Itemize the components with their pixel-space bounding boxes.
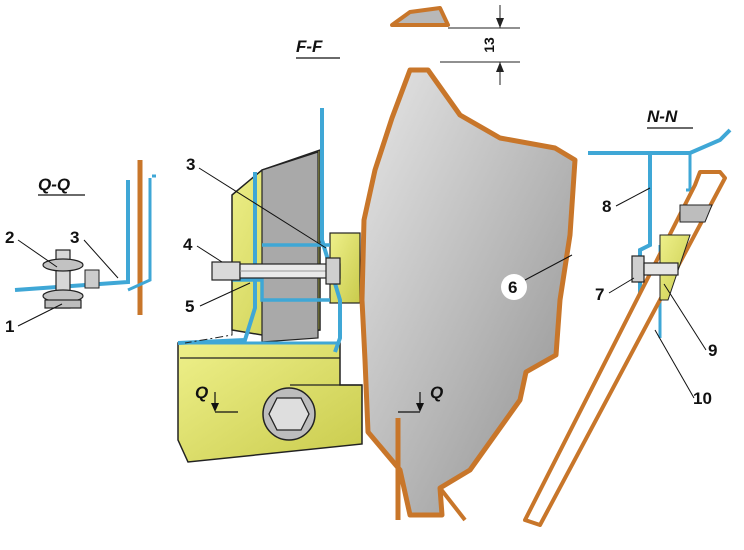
callout-10: 10 [693,389,712,408]
callout-9: 9 [708,341,717,360]
profile-detail: 13 [390,5,520,85]
gray-plate [261,151,319,343]
mudflap-body [359,67,578,518]
section-qq-detail [14,160,156,315]
nn-bolt [643,262,679,276]
blue-panel-vertical [320,108,342,353]
nn-blue-top [588,128,732,155]
callout-3-ff: 3 [186,155,195,174]
callout-6-badge [501,274,527,300]
callout-7: 7 [595,285,604,304]
section-label-ff: F-F [296,37,323,56]
bolt-head [211,261,241,281]
callout-2: 2 [5,228,14,247]
section-ff-assembly [177,108,383,463]
callout-3-qq: 3 [70,228,79,247]
callouts: 2 3 1 3 4 5 6 8 7 9 10 [5,155,717,408]
section-label-nn: N-N [647,107,678,126]
dimension-13: 13 [481,37,497,53]
mudflap-6 [359,67,578,522]
nut [325,257,341,285]
section-label-qq: Q-Q [38,175,70,194]
callout-6: 6 [508,278,517,297]
callout-4: 4 [183,235,193,254]
callout-8: 8 [602,197,611,216]
callout-1: 1 [5,317,14,336]
cut-marker-q-right: Q [430,383,443,402]
cut-marker-q-left: Q [195,383,208,402]
section-nn-detail [523,128,732,527]
section-labels: Q-Q F-F N-N Q Q [38,37,693,413]
nn-blue-vertical [638,153,652,322]
profile-section [390,6,450,27]
callout-5: 5 [185,297,194,316]
qq-blue-panel [14,180,130,292]
